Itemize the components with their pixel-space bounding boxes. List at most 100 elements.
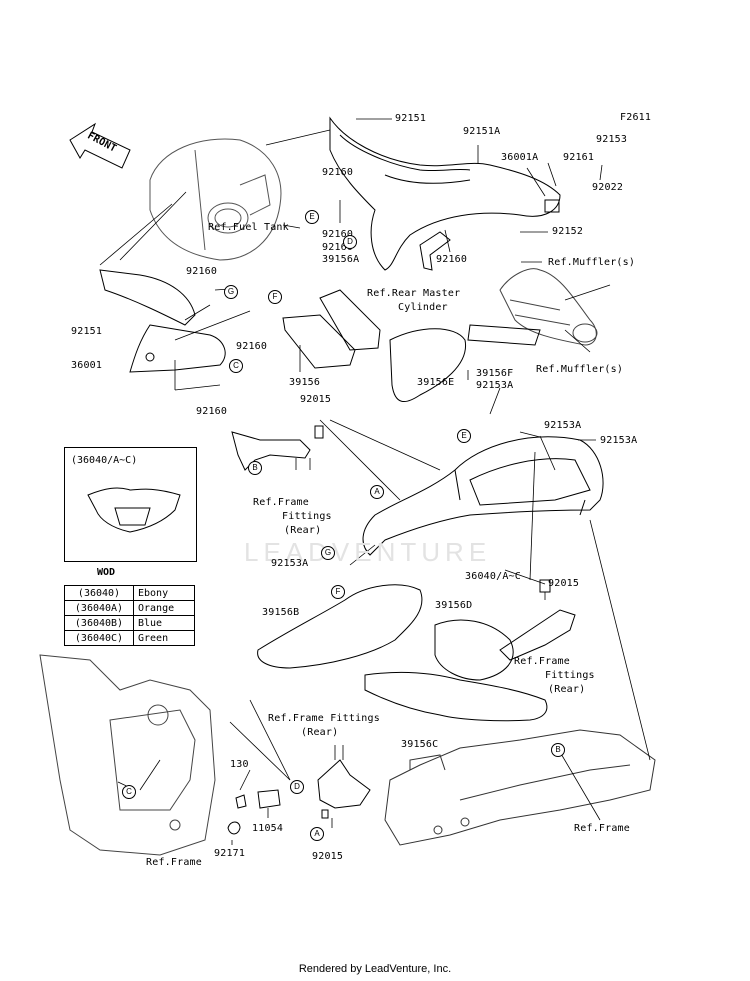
callout-E-2: E: [457, 429, 471, 443]
small-fasteners: [227, 789, 281, 835]
part-label-92151A: 92151A: [463, 126, 501, 137]
part-label-92171: 92171: [214, 848, 246, 859]
part-label-39156D: 39156D: [435, 600, 473, 611]
part-label-36001: 36001: [71, 360, 103, 371]
ref-frame-fittings-2-line1: Ref.Frame: [514, 656, 570, 667]
muffler-outline: [499, 268, 598, 346]
part-label-130: 130: [230, 759, 249, 770]
part-label-92151-left: 92151: [71, 326, 103, 337]
part-label-39156E: 39156E: [417, 377, 455, 388]
legend-code: (36040): [64, 585, 134, 601]
frame-fittings-bracket-2: [499, 579, 576, 661]
watermark-text: LEADVENTURE: [244, 537, 492, 567]
inset-caption: WOD: [97, 567, 116, 578]
ref-frame-fittings-3-line1: Ref.Frame Fittings: [268, 713, 380, 724]
callout-E: E: [305, 210, 319, 224]
part-label-92153A-b: 92153A: [544, 420, 582, 431]
legend-code: (36040A): [64, 600, 134, 616]
ref-rear-master-line2: Cylinder: [398, 302, 448, 313]
legend-color: Ebony: [133, 585, 195, 601]
legend-row: (36040B) Blue: [64, 615, 195, 631]
frame-fittings-bracket-3: [317, 759, 371, 819]
part-label-39156F: 39156F: [476, 368, 514, 379]
seat-cowl-36001A: [329, 116, 561, 271]
part-label-92015-c: 92015: [312, 851, 344, 862]
seat-cowl-36040: [362, 436, 604, 556]
inset-title: (36040/A~C): [71, 455, 138, 466]
leader-lines: [99, 118, 651, 845]
fuel-tank-outline: [149, 138, 282, 261]
side-cover-36001: [99, 269, 226, 373]
part-label-92160-b: 92160: [322, 229, 354, 240]
ref-muffler-2: Ref.Muffler(s): [536, 364, 624, 375]
ref-muffler-1: Ref.Muffler(s): [548, 257, 636, 268]
part-label-39156: 39156: [289, 377, 321, 388]
callout-A-2: A: [310, 827, 324, 841]
callout-C-2: C: [122, 785, 136, 799]
callout-D: D: [343, 235, 357, 249]
frame-left: [39, 654, 216, 856]
part-label-92151-top: 92151: [395, 113, 427, 124]
callout-G-2: G: [321, 546, 335, 560]
footer-credit: Rendered by LeadVenture, Inc.: [298, 963, 452, 975]
ref-frame-right: Ref.Frame: [574, 823, 630, 834]
part-label-92160-e: 92160: [236, 341, 268, 352]
part-label-92160-c: 92160: [436, 254, 468, 265]
part-label-92152: 92152: [552, 226, 584, 237]
callout-D-2: D: [290, 780, 304, 794]
ref-fuel-tank: Ref.Fuel Tank: [208, 222, 289, 233]
inset-seat-sketch: [87, 487, 181, 533]
part-label-92015-b: 92015: [548, 578, 580, 589]
ref-frame-fittings-2-line3: (Rear): [548, 684, 586, 695]
part-label-36040: 36040/A~C: [465, 571, 521, 582]
legend-row: (36040C) Green: [64, 630, 195, 646]
part-label-92160-d: 92160: [186, 266, 218, 277]
part-label-39156A: 39156A: [322, 254, 360, 265]
callout-B: B: [248, 461, 262, 475]
variant-inset-box: (36040/A~C): [64, 447, 197, 562]
frame-right: [384, 729, 656, 846]
color-legend: (36040) Ebony (36040A) Orange (36040B) B…: [64, 585, 195, 646]
pads-upper: [282, 289, 541, 403]
legend-color: Orange: [133, 600, 195, 616]
part-label-92153A-a: 92153A: [476, 380, 514, 391]
legend-code: (36040B): [64, 615, 134, 631]
part-label-92160-f: 92160: [196, 406, 228, 417]
part-label-92153A-d: 92153A: [271, 558, 309, 569]
callout-C: C: [229, 359, 243, 373]
part-label-92022: 92022: [592, 182, 624, 193]
figure-code: F2611: [620, 112, 652, 123]
rear-master-bracket: [419, 231, 451, 271]
ref-frame-fittings-1-line2: Fittings: [282, 511, 332, 522]
ref-frame-fittings-3-line2: (Rear): [301, 727, 339, 738]
ref-frame-fittings-1-line1: Ref.Frame: [253, 497, 309, 508]
ref-frame-fittings-2-line2: Fittings: [545, 670, 595, 681]
legend-color: Green: [133, 630, 195, 646]
legend-row: (36040) Ebony: [64, 585, 195, 601]
part-label-92160-39156A: 92160: [322, 242, 354, 253]
callout-B-2: B: [551, 743, 565, 757]
callout-A: A: [370, 485, 384, 499]
frame-fittings-bracket-1: [231, 425, 324, 471]
ref-frame-fittings-1-line3: (Rear): [284, 525, 322, 536]
legend-code: (36040C): [64, 630, 134, 646]
part-label-39156C: 39156C: [401, 739, 439, 750]
part-label-11054: 11054: [252, 823, 284, 834]
front-arrow-icon: [69, 122, 131, 169]
ref-frame-left: Ref.Frame: [146, 857, 202, 868]
legend-row: (36040A) Orange: [64, 600, 195, 616]
callout-G: G: [224, 285, 238, 299]
part-label-92161: 92161: [563, 152, 595, 163]
callout-F: F: [268, 290, 282, 304]
part-label-92015-a: 92015: [300, 394, 332, 405]
part-label-39156B: 39156B: [262, 607, 300, 618]
pads-lower: [257, 584, 548, 722]
callout-F-2: F: [331, 585, 345, 599]
legend-color: Blue: [133, 615, 195, 631]
part-label-92160-a: 92160: [322, 167, 354, 178]
part-label-92153: 92153: [596, 134, 628, 145]
part-label-36001A: 36001A: [501, 152, 539, 163]
ref-rear-master-line1: Ref.Rear Master: [367, 288, 461, 299]
part-label-92153A-c: 92153A: [600, 435, 638, 446]
